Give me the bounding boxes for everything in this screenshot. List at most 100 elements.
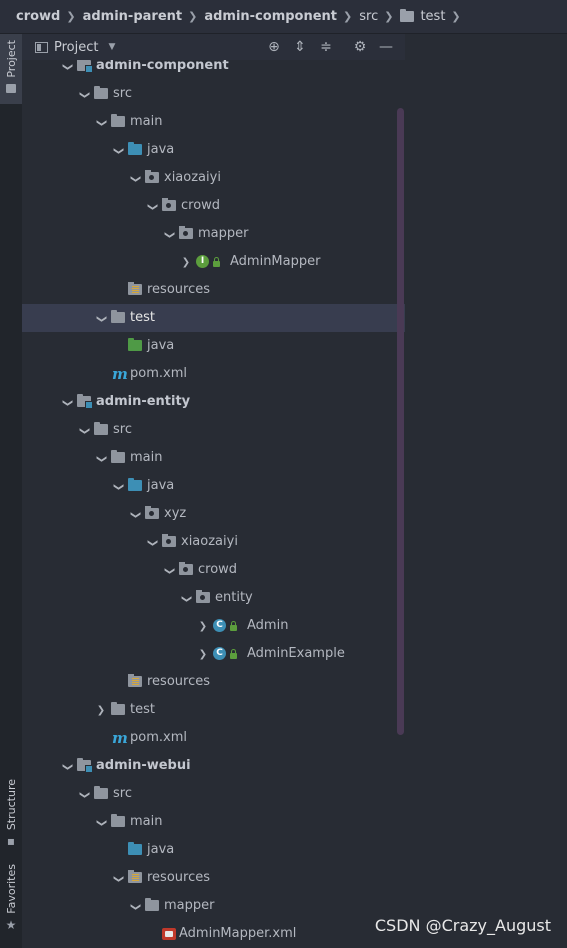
chevron-right-icon[interactable] <box>181 255 191 269</box>
tree-node[interactable]: crowd <box>22 192 405 220</box>
tree-node[interactable]: xiaozaiyi <box>22 528 405 556</box>
tree-node[interactable]: src <box>22 416 405 444</box>
tree-node[interactable]: mapper <box>22 220 405 248</box>
project-tool-tab[interactable]: Project <box>0 34 22 104</box>
project-view-selector[interactable]: Project <box>54 39 99 55</box>
left-tool-stripe: Project Structure ▪ Favorites ★ <box>0 34 22 948</box>
tree-node[interactable]: resources <box>22 864 405 892</box>
tree-node-label: pom.xml <box>130 366 187 381</box>
expand-all-icon[interactable]: ⇕ <box>294 39 306 55</box>
chevron-down-icon[interactable] <box>164 227 174 241</box>
tree-node-label: test <box>130 702 155 717</box>
folder-icon <box>94 786 108 799</box>
tree-node-label: xyz <box>164 506 187 521</box>
chevron-down-icon[interactable] <box>79 423 89 437</box>
folder-icon <box>111 310 125 323</box>
chevron-down-icon[interactable] <box>96 311 106 325</box>
chevron-down-icon[interactable] <box>147 535 157 549</box>
tree-node[interactable]: admin-entity <box>22 388 405 416</box>
tree-node[interactable]: admin-component <box>22 52 405 80</box>
chevron-down-icon[interactable] <box>79 787 89 801</box>
tree-node[interactable]: xyz <box>22 500 405 528</box>
tree-node-label: java <box>147 842 175 857</box>
tree-node[interactable]: main <box>22 808 405 836</box>
chevron-down-icon[interactable] <box>164 563 174 577</box>
chevron-down-icon[interactable] <box>130 899 140 913</box>
chevron-down-icon[interactable] <box>79 87 89 101</box>
tree-node[interactable]: admin-webui <box>22 752 405 780</box>
module-folder-icon <box>77 758 93 773</box>
tree-node[interactable]: java <box>22 136 405 164</box>
chevron-down-icon[interactable] <box>130 171 140 185</box>
breadcrumb-item[interactable]: admin-component <box>204 9 337 24</box>
tree-node-label: admin-component <box>96 58 229 73</box>
tree-node[interactable]: resources <box>22 668 405 696</box>
tree-node[interactable]: entity <box>22 584 405 612</box>
hide-icon[interactable]: — <box>379 39 393 55</box>
chevron-down-icon[interactable] <box>181 591 191 605</box>
chevron-down-icon[interactable] <box>62 395 72 409</box>
chevron-down-icon[interactable] <box>96 815 106 829</box>
tree-node-label: xiaozaiyi <box>164 170 221 185</box>
breadcrumb-item[interactable]: src <box>359 9 378 24</box>
tree-node[interactable]: main <box>22 108 405 136</box>
chevron-down-icon[interactable] <box>62 759 72 773</box>
chevron-down-icon[interactable] <box>96 115 106 129</box>
folder-icon <box>6 83 16 93</box>
resources-folder-icon <box>128 674 142 687</box>
tree-node[interactable]: mapper <box>22 892 405 920</box>
breadcrumb-item[interactable]: crowd <box>16 9 60 24</box>
chevron-right-icon: ❯ <box>384 10 394 23</box>
tree-node[interactable]: src <box>22 780 405 808</box>
chevron-right-icon[interactable] <box>96 703 106 717</box>
folder-icon <box>111 114 125 127</box>
class-icon: C <box>213 619 226 632</box>
chevron-down-icon[interactable]: ▼ <box>108 42 116 52</box>
tree-node[interactable]: src <box>22 80 405 108</box>
locate-icon[interactable]: ⊕ <box>268 39 280 55</box>
chevron-down-icon[interactable] <box>113 871 123 885</box>
tree-node[interactable]: crowd <box>22 556 405 584</box>
tree-node[interactable]: xiaozaiyi <box>22 164 405 192</box>
folder-icon <box>94 422 108 435</box>
structure-tool-tab[interactable]: Structure ▪ <box>0 779 22 849</box>
tree-node-label: main <box>130 814 163 829</box>
package-icon <box>145 170 159 183</box>
package-icon <box>179 562 193 575</box>
favorites-tab-label: Favorites <box>4 864 18 914</box>
folder-icon <box>145 898 159 911</box>
tree-node[interactable]: java <box>22 836 405 864</box>
tree-node[interactable]: test <box>22 304 405 332</box>
tree-node[interactable]: java <box>22 332 405 360</box>
project-view-icon <box>35 41 48 53</box>
chevron-right-icon[interactable] <box>198 647 208 661</box>
chevron-down-icon[interactable] <box>113 143 123 157</box>
breadcrumb-item[interactable]: test <box>400 9 445 24</box>
tree-node[interactable]: AdminMapper.xml <box>22 920 405 948</box>
chevron-right-icon: ❯ <box>451 10 461 23</box>
tree-node-label: AdminMapper.xml <box>179 926 297 941</box>
gear-icon[interactable]: ⚙ <box>353 39 367 55</box>
tree-node[interactable]: main <box>22 444 405 472</box>
breadcrumb-item[interactable]: admin-parent <box>83 9 183 24</box>
chevron-down-icon[interactable] <box>96 451 106 465</box>
tree-node[interactable]: test <box>22 696 405 724</box>
collapse-all-icon[interactable]: ≑ <box>320 39 332 55</box>
scrollbar-thumb[interactable] <box>397 108 404 735</box>
tree-node[interactable]: resources <box>22 276 405 304</box>
tree-node[interactable]: java <box>22 472 405 500</box>
favorites-tool-tab[interactable]: Favorites ★ <box>0 864 22 944</box>
tree-node-label: mapper <box>198 226 249 241</box>
chevron-down-icon[interactable] <box>130 507 140 521</box>
chevron-down-icon[interactable] <box>147 199 157 213</box>
maven-icon: m <box>112 729 128 747</box>
chevron-right-icon[interactable] <box>198 619 208 633</box>
chevron-down-icon[interactable] <box>62 59 72 73</box>
tree-node-label: admin-entity <box>96 394 191 409</box>
chevron-down-icon[interactable] <box>113 479 123 493</box>
